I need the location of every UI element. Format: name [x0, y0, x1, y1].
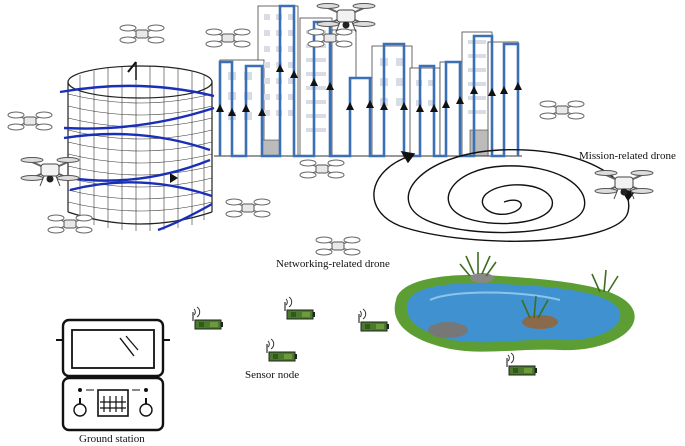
networking-drone-label: Networking-related drone	[276, 258, 390, 270]
pond-icon	[394, 252, 635, 352]
ground-station-label: Ground station	[79, 433, 145, 445]
sensor-node-label: Sensor node	[245, 369, 300, 381]
cylinder-tower-icon	[59, 61, 215, 232]
ground-station-icon	[56, 318, 170, 432]
mission-drone-label: Mission-related drone	[579, 150, 676, 162]
spiral-path-icon	[373, 148, 636, 242]
building-icon	[214, 4, 522, 158]
helix-path	[59, 84, 215, 232]
